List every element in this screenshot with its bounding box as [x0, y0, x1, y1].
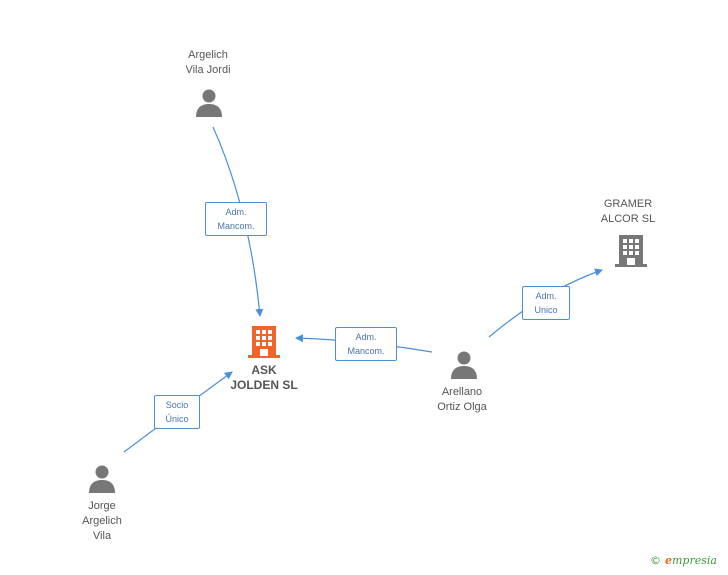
node-label-gramer-alcor[interactable]: GRAMER ALCOR SL [600, 198, 656, 225]
brand-initial: e [665, 554, 672, 567]
person-icon[interactable] [195, 88, 223, 118]
edge-label-adm-unico[interactable]: Adm. Unico [522, 286, 570, 320]
brand-name: mpresia [672, 554, 717, 567]
edge-label-adm-mancom-top[interactable]: Adm. Mancom. [205, 202, 267, 236]
edge-label-socio-unico[interactable]: Socio Único [154, 395, 200, 429]
node-label-jorge-argelich-vila[interactable]: Jorge Argelich Vila [82, 500, 122, 542]
person-icon[interactable] [450, 350, 478, 380]
edge-label-adm-mancom-mid[interactable]: Adm. Mancom. [335, 327, 397, 361]
node-label-arellano-ortiz-olga[interactable]: Arellano Ortiz Olga [437, 386, 487, 413]
node-label-argelich-vila-jordi[interactable]: Argelich Vila Jordi [185, 49, 231, 76]
copyright-symbol: © [650, 554, 661, 567]
node-label-ask-jolden[interactable]: ASK JOLDEN SL [230, 363, 298, 392]
empresia-brand[interactable]: © e mpresia [650, 554, 717, 567]
main-company-building-icon[interactable] [248, 324, 280, 358]
building-icon[interactable] [615, 233, 647, 267]
person-icon[interactable] [88, 464, 116, 494]
